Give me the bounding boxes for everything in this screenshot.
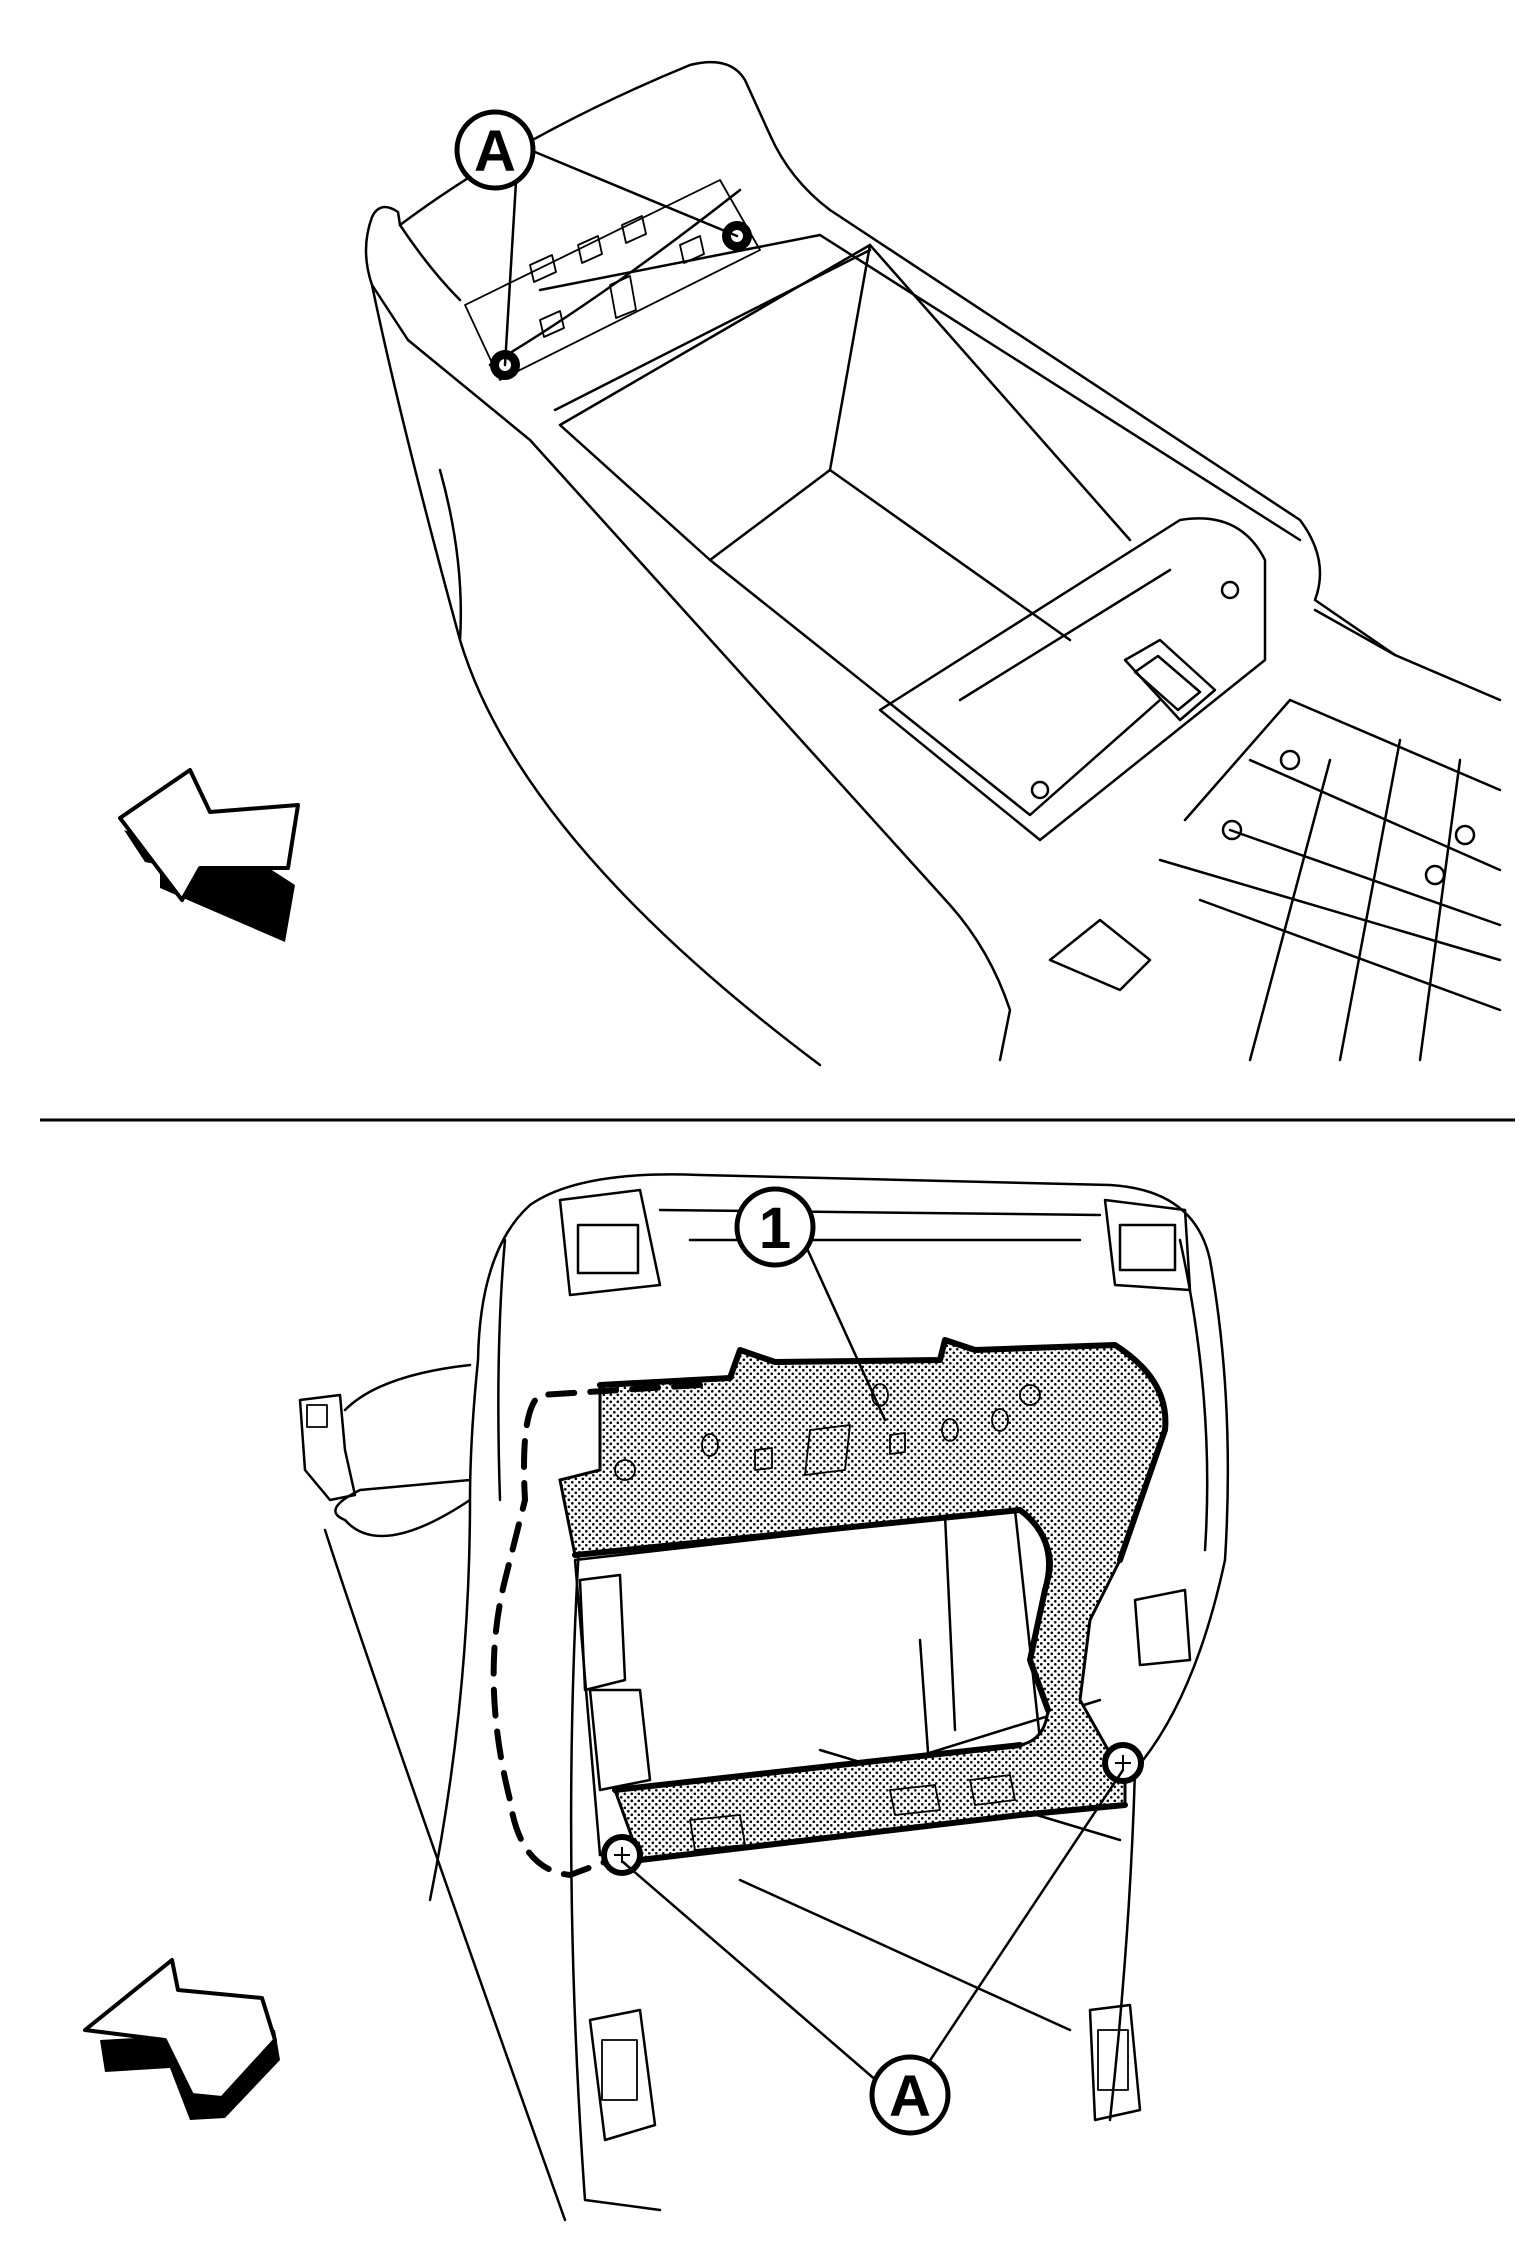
- front-direction-arrow-icon: [118, 768, 300, 942]
- shifter-bezel: [1048, 608, 1502, 1062]
- callout-a-top: A: [454, 109, 536, 191]
- front-tray: [878, 517, 1267, 842]
- callout-label: A: [889, 2064, 931, 2129]
- reinforcement-bracket: [558, 1337, 1169, 1863]
- side-bracket-right: [1088, 1588, 1192, 2122]
- upper-clip-left: [558, 1188, 662, 1297]
- top-view: A: [118, 60, 1502, 1067]
- hidden-outline: [490, 1382, 703, 1879]
- callout-leader: [798, 1231, 887, 1422]
- callout-1: 1: [734, 1186, 816, 1268]
- bottom-view: 1 A: [83, 1173, 1230, 2222]
- part-label: 1: [759, 1196, 791, 1261]
- clip-fastener: [601, 1834, 643, 1876]
- console-housing: [334, 1173, 1230, 2122]
- callout-leader: [503, 163, 519, 367]
- callout-leader: [923, 1768, 1125, 2070]
- callout-leader: [533, 150, 739, 238]
- upper-clip-right: [1103, 1198, 1192, 1292]
- callout-a-bottom: A: [869, 2054, 951, 2136]
- storage-box: [558, 243, 872, 562]
- side-bracket-left: [578, 1573, 657, 2142]
- harness-connector: [298, 1363, 472, 1502]
- clip-fastener: [1102, 1742, 1144, 1784]
- front-direction-arrow-icon: [83, 1958, 280, 2120]
- callout-label: A: [474, 119, 516, 184]
- clip-strip: [464, 179, 761, 381]
- callout-leader: [621, 1860, 880, 2084]
